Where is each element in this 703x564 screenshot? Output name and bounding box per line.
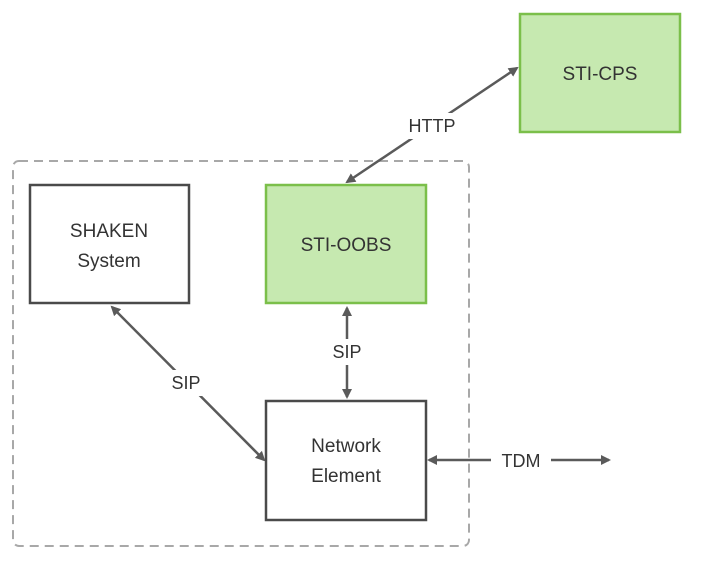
sip-shaken-label: SIP	[171, 373, 200, 393]
network-element-label-line1: Network	[311, 436, 381, 457]
sti-oobs-label: STI-OOBS	[301, 235, 392, 256]
sti-cps-node[interactable]: STI-CPS	[518, 12, 682, 134]
sti-oobs-node[interactable]: STI-OOBS	[264, 183, 428, 305]
http-label: HTTP	[409, 116, 456, 136]
sti-cps-label: STI-CPS	[563, 64, 638, 85]
sip-oobs-label: SIP	[332, 342, 361, 362]
network-element-node[interactable]: Network Element	[264, 399, 428, 522]
shaken-system-label-line2: System	[77, 251, 140, 272]
shaken-system-label-line1: SHAKEN	[70, 221, 148, 242]
network-element-label-line2: Element	[311, 466, 381, 487]
http-label-group: HTTP	[399, 113, 465, 139]
sip-shaken-label-group: SIP	[163, 370, 209, 396]
tdm-label: TDM	[502, 451, 541, 471]
sip-oobs-label-group: SIP	[325, 339, 369, 365]
shaken-system-node[interactable]: SHAKEN System	[28, 183, 191, 305]
tdm-label-group: TDM	[491, 448, 551, 474]
trust-boundary-group	[12, 160, 470, 547]
